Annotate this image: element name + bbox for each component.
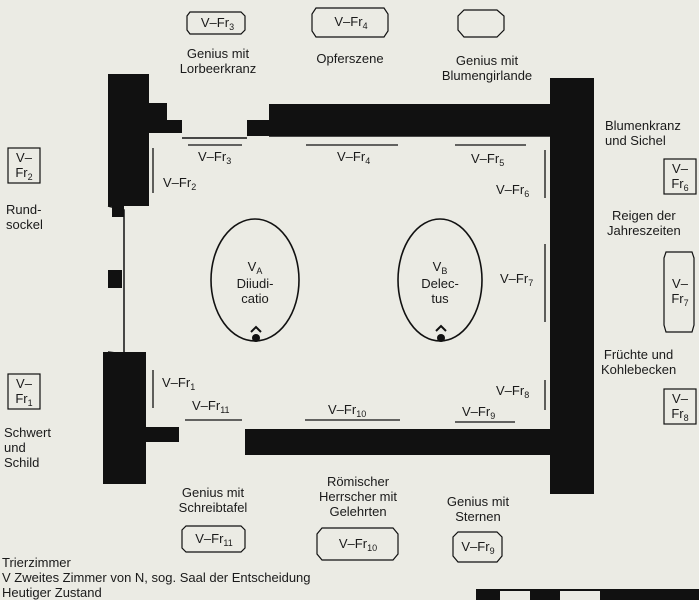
tag-fr10 <box>316 527 399 561</box>
legend-line1: Trierzimmer <box>2 555 71 570</box>
room-label-fr6: V–Fr6 <box>496 182 530 199</box>
tag-fr2 <box>7 147 41 184</box>
wall-bottom <box>245 429 550 455</box>
fresco-tags <box>7 7 697 563</box>
label-fr8-tag: V–Fr8 <box>671 391 689 423</box>
wall-left-lower <box>103 352 146 484</box>
label-fr1-tag: V–Fr1 <box>15 376 33 408</box>
room-label-fr7: V–Fr7 <box>500 271 534 288</box>
stove-icon <box>250 325 262 342</box>
tag-fr5 <box>457 9 505 38</box>
room-label-fr9: V–Fr9 <box>462 404 496 421</box>
label-fr3-tag: V–Fr3 <box>200 15 235 32</box>
caption-fr2: Rund-sockel <box>6 202 43 232</box>
wall-top <box>247 120 269 136</box>
fresco-markers <box>152 144 546 423</box>
tag-fr7 <box>663 251 695 333</box>
label-fr4-tag: V–Fr4 <box>334 14 368 31</box>
wall-right <box>550 78 594 494</box>
caption-fr4: Opferszene <box>316 51 384 66</box>
legend: Trierzimmer V Zweites Zimmer von N, sog.… <box>2 555 311 600</box>
tag-fr8 <box>663 388 697 425</box>
room-label-fr2: V–Fr2 <box>163 175 197 192</box>
label-fr2-tag: V–Fr2 <box>15 150 33 182</box>
room-label-fr1: V–Fr1 <box>162 375 196 392</box>
tag-fr3 <box>186 11 246 35</box>
tag-fr11 <box>181 525 246 553</box>
tag-fr1 <box>7 373 41 410</box>
room-label-fr10: V–Fr10 <box>328 402 367 419</box>
tag-fr6 <box>663 158 697 195</box>
tag-fr4 <box>311 7 389 38</box>
legend-line2: V Zweites Zimmer von N, sog. Saal der En… <box>2 570 311 585</box>
label-fr10-tag: V–Fr10 <box>338 536 378 553</box>
label-fr9-tag: V–Fr9 <box>461 539 495 556</box>
legend-line3: Heutiger Zustand <box>2 585 102 600</box>
stove-icon <box>435 324 447 342</box>
room-label-fr4: V–Fr4 <box>337 149 371 166</box>
label-fr6-tag: V–Fr6 <box>671 161 689 193</box>
room-label-fr5: V–Fr5 <box>471 151 505 168</box>
label-fr7-tag: V–Fr7 <box>671 276 689 308</box>
wall-left-upper <box>108 74 149 206</box>
walls <box>103 74 594 494</box>
room-label-fr8: V–Fr8 <box>496 383 530 400</box>
label-fr11-tag: V–Fr11 <box>195 531 233 548</box>
room-label-fr11: V–Fr11 <box>192 398 230 415</box>
tag-fr9 <box>452 531 503 563</box>
room-label-fr3: V–Fr3 <box>198 149 232 166</box>
